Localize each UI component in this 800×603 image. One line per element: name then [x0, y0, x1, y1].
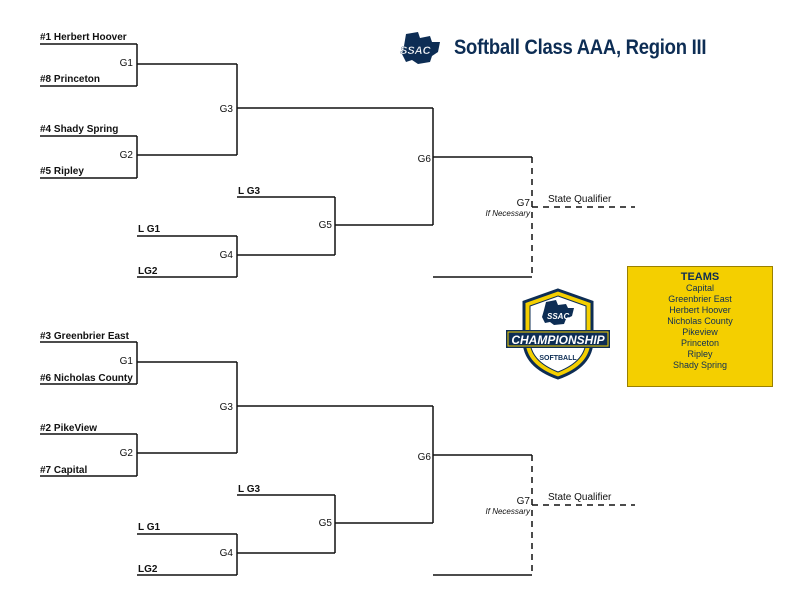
game-label-g3: G3 [219, 402, 233, 413]
team-seed-4: #4 Shady Spring [40, 124, 119, 135]
loser-g3-slot: L G3 [238, 484, 261, 495]
game-label-g2: G2 [119, 150, 133, 161]
game-label-g5: G5 [318, 518, 332, 529]
loser-g2-slot: LG2 [138, 564, 158, 575]
teams-list-item: Herbert Hoover [669, 305, 731, 315]
teams-list-item: Shady Spring [672, 360, 728, 370]
game-label-g2: G2 [119, 448, 133, 459]
team-seed-7: #7 Capital [40, 465, 88, 476]
game-label-g1: G1 [119, 58, 133, 69]
teams-list-item: Capital [685, 283, 714, 293]
game-label-g4: G4 [219, 548, 233, 559]
teams-list-box: TEAMS Capital Greenbrier East Herbert Ho… [627, 266, 773, 387]
game-label-g7: G7 [516, 496, 530, 507]
teams-list-item: Nicholas County [667, 316, 733, 326]
loser-g1-slot: L G1 [138, 224, 161, 235]
svg-text:SOFTBALL: SOFTBALL [539, 355, 577, 362]
loser-g1-slot: L G1 [138, 522, 161, 533]
if-necessary-note: If Necessary [485, 507, 530, 516]
teams-list-item: Princeton [680, 338, 720, 348]
team-seed-2: #2 PikeView [40, 423, 98, 434]
team-seed-3: #3 Greenbrier East [40, 331, 129, 342]
if-necessary-note: If Necessary [485, 209, 530, 218]
teams-list-item: Greenbrier East [668, 294, 732, 304]
teams-list-item: Pikeview [682, 327, 718, 337]
state-qualifier-label: State Qualifier [548, 492, 612, 503]
game-label-g1: G1 [119, 356, 133, 367]
state-qualifier-label: State Qualifier [548, 194, 612, 205]
svg-text:SSAC: SSAC [400, 45, 432, 57]
game-label-g3: G3 [219, 104, 233, 115]
championship-badge: SSAC CHAMPIONSHIP SOFTBALL [506, 288, 610, 380]
game-label-g6: G6 [417, 154, 431, 165]
svg-text:SSAC: SSAC [547, 312, 569, 321]
loser-g3-slot: L G3 [238, 186, 261, 197]
team-seed-8: #8 Princeton [40, 74, 101, 85]
loser-g2-slot: LG2 [138, 266, 158, 277]
svg-text:CHAMPIONSHIP: CHAMPIONSHIP [511, 333, 605, 347]
team-seed-5: #5 Ripley [40, 166, 84, 177]
game-label-g7: G7 [516, 198, 530, 209]
page-title: Softball Class AAA, Region III [454, 36, 707, 59]
ssac-state-logo-icon: SSAC [400, 32, 440, 64]
game-label-g4: G4 [219, 250, 233, 261]
teams-list-item: Ripley [687, 349, 713, 359]
team-seed-6: #6 Nicholas County [40, 373, 133, 384]
game-label-g5: G5 [318, 220, 332, 231]
teams-title: TEAMS [680, 271, 720, 283]
header: SSAC Softball Class AAA, Region III [396, 28, 741, 68]
team-seed-1: #1 Herbert Hoover [40, 32, 127, 43]
game-label-g6: G6 [417, 452, 431, 463]
